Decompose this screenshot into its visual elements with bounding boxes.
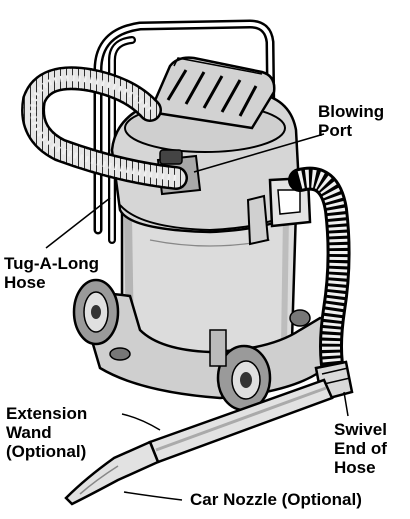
label-extension-wand-line3: (Optional) xyxy=(6,442,87,461)
car-nozzle xyxy=(64,440,160,506)
leader-blowing-port xyxy=(193,133,325,173)
label-blowing-port-line1: Blowing xyxy=(318,102,385,121)
right-wheel xyxy=(216,344,272,412)
label-swivel-end-line1: Swivel xyxy=(334,420,387,439)
label-tug-a-long-line2: Hose xyxy=(4,273,46,292)
label-blowing-port: Blowing Port xyxy=(318,102,384,140)
leader-extension-wand xyxy=(121,413,161,431)
label-extension-wand: Extension Wand (Optional) xyxy=(6,404,87,461)
label-swivel-end-line2: End of xyxy=(334,439,387,458)
label-tug-a-long-hose: Tug-A-Long Hose xyxy=(4,254,99,292)
label-extension-wand-line1: Extension xyxy=(6,404,88,423)
left-wheel xyxy=(72,278,120,346)
leader-swivel-end xyxy=(343,391,349,417)
label-car-nozzle-text: Car Nozzle (Optional) xyxy=(190,490,362,509)
leader-tug-a-long xyxy=(45,197,111,249)
label-swivel-end: Swivel End of Hose xyxy=(334,420,387,477)
label-car-nozzle: Car Nozzle (Optional) xyxy=(190,490,362,509)
label-blowing-port-line2: Port xyxy=(318,121,352,140)
label-swivel-end-line3: Hose xyxy=(334,458,376,477)
label-extension-wand-line2: Wand xyxy=(6,423,52,442)
label-tug-a-long-line1: Tug-A-Long xyxy=(4,254,100,273)
leader-car-nozzle xyxy=(123,491,183,501)
